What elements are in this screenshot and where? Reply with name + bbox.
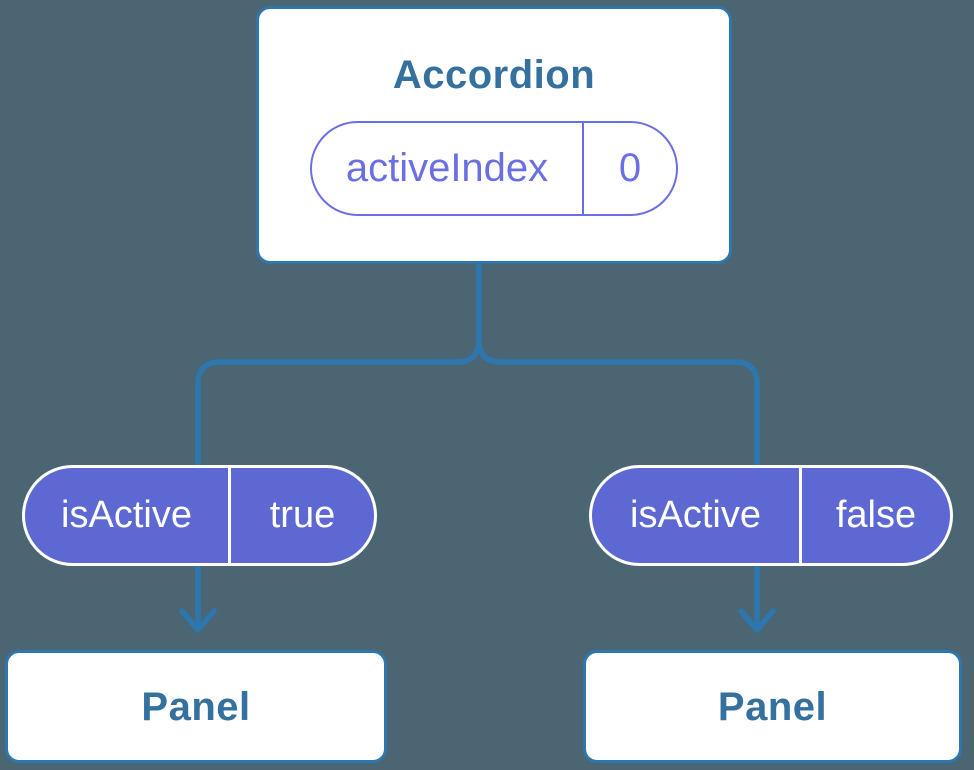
prop-pill-is-active-false: isActive false: [589, 465, 953, 566]
accordion-title: Accordion: [392, 52, 596, 97]
panel-node-right: Panel: [583, 650, 962, 763]
prop-pill-value: false: [835, 494, 917, 536]
prop-pill-name: isActive: [25, 468, 231, 563]
arrow-down-icon: [738, 608, 776, 633]
arrow-down-icon: [179, 608, 217, 633]
state-pill: activeIndex 0: [310, 120, 678, 216]
prop-pill-is-active-true: isActive true: [22, 465, 377, 566]
panel-node-left: Panel: [5, 650, 387, 763]
prop-pill-name: isActive: [592, 468, 802, 563]
prop-pill-value: true: [269, 494, 336, 536]
state-pill-name: activeIndex: [312, 122, 584, 214]
branch-line-left: [195, 259, 482, 632]
panel-title: Panel: [141, 684, 251, 729]
panel-title: Panel: [717, 684, 828, 729]
branch-line-right: [476, 259, 760, 632]
accordion-node: Accordion activeIndex 0: [256, 6, 732, 264]
state-pill-value: 0: [618, 145, 642, 190]
